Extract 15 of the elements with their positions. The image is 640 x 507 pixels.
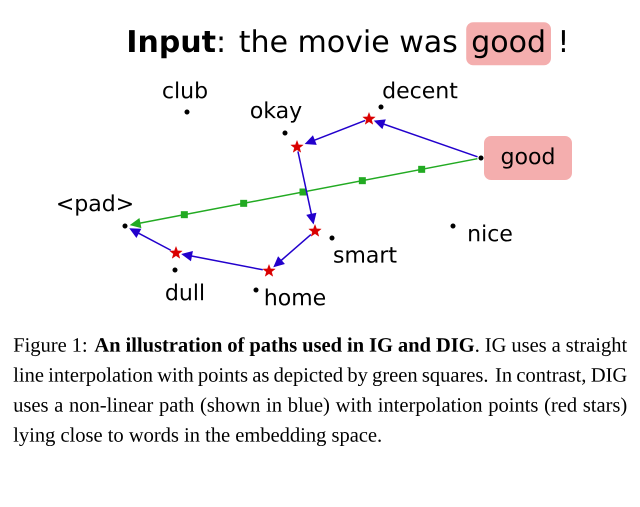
caption: Figure 1: An illustration of paths used in IG and DIG. IG uses a straight line interpolation with points as depicted by green squares. In contrast, DIG uses a non-linear path (shown in blue) with interpolation points (red stars) lying close to words in the embedding space. — [13, 337, 628, 446]
title: Input: the movie was — [129, 29, 456, 58]
word-label: club — [163, 82, 207, 99]
interpolation-star — [290, 140, 304, 152]
interpolation-star — [308, 224, 322, 236]
word-label: decent — [383, 82, 458, 99]
interpolation-star — [262, 264, 276, 276]
word-label: nice — [469, 224, 512, 242]
word-label: dull — [166, 284, 204, 301]
interpolation-star — [362, 112, 376, 124]
highlighted-word: good — [466, 22, 551, 66]
interpolation-star — [170, 246, 182, 258]
title: ! — [562, 30, 565, 52]
highlighted-word: good — [484, 136, 572, 180]
word-label: <pad> — [58, 194, 132, 216]
